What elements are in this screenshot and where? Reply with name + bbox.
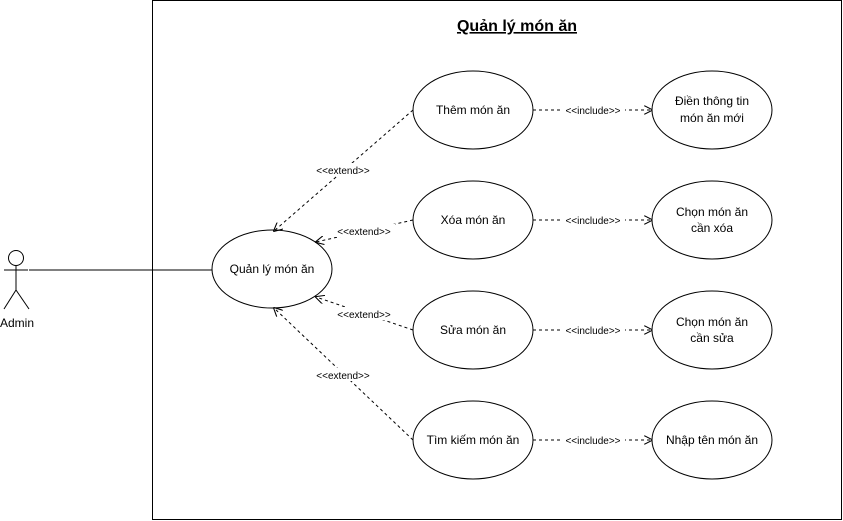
extend-label-sua: <<extend>> [337,310,391,321]
use-case-dien-thong-tin: Điền thông tin món ăn mới [651,70,773,150]
use-case-nhap-ten: Nhập tên món ăn [651,400,773,480]
extend-label-xoa: <<extend>> [337,227,391,238]
include-label-sua: <<include>> [565,326,620,337]
svg-text:Tìm kiếm món ăn: Tìm kiếm món ăn [427,433,520,447]
svg-text:Quản lý món ăn: Quản lý món ăn [230,262,315,276]
actor-admin [3,250,30,310]
include-label-tim: <<include>> [565,436,620,447]
use-case-tim: Tìm kiếm món ăn [412,400,534,480]
use-case-xoa: Xóa món ăn [412,180,534,260]
svg-text:Nhập tên món ăn: Nhập tên món ăn [666,433,758,447]
extend-line-tim [274,308,414,441]
extend-label-them: <<extend>> [316,166,370,177]
actor-label: Admin [0,316,34,330]
use-case-sua: Sửa món ăn [412,290,534,370]
use-case-chon-can-sua: Chọn món ăn cần sửa [651,290,773,370]
use-case-them: Thêm món ăn [412,70,534,150]
include-relations [533,110,652,440]
include-label-them: <<include>> [565,106,620,117]
extend-line-sua [316,297,414,331]
system-title: Quản lý món ăn [457,18,577,35]
svg-text:món ăn mới: món ăn mới [680,111,744,125]
svg-text:Thêm món ăn: Thêm món ăn [436,103,510,117]
use-case-quan-ly: Quản lý món ăn [211,229,333,309]
include-label-xoa: <<include>> [565,216,620,227]
svg-text:Sửa món ăn: Sửa món ăn [440,323,506,337]
svg-text:Xóa món ăn: Xóa món ăn [441,213,506,227]
use-case-chon-can-xoa: Chọn món ăn cần xóa [651,180,773,260]
svg-text:Điền thông tin: Điền thông tin [675,94,749,108]
svg-text:cần sửa: cần sửa [690,331,734,345]
svg-text:Chọn món ăn: Chọn món ăn [676,315,748,329]
extend-label-tim: <<extend>> [316,371,370,382]
svg-text:cần xóa: cần xóa [691,221,733,235]
svg-text:Chọn món ăn: Chọn món ăn [676,205,748,219]
